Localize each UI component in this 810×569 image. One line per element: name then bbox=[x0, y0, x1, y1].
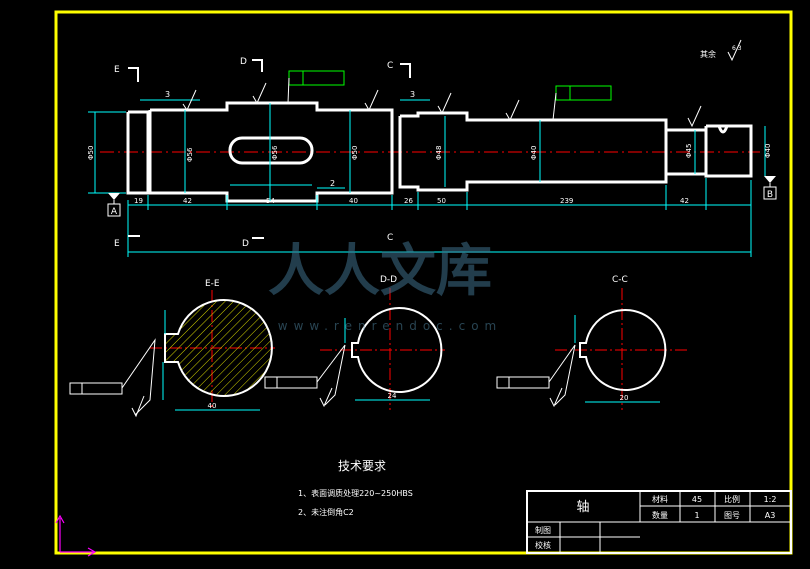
section-label-c-bottom: C bbox=[387, 233, 393, 243]
datum-a: A bbox=[107, 193, 121, 217]
dim-length-5: 26 bbox=[404, 197, 413, 205]
roughness-marks bbox=[182, 39, 742, 128]
title-block-checked-label: 校核 bbox=[535, 540, 551, 550]
section-dd: D-D 24 bbox=[264, 275, 445, 410]
tech-req-item-1: 1、表面调质处理220~250HBS bbox=[298, 488, 413, 498]
dim-length-4: 40 bbox=[349, 197, 358, 205]
section-label-e-top: E bbox=[114, 65, 120, 75]
tolerance-leaders bbox=[287, 77, 557, 121]
title-block-material-value: 45 bbox=[692, 495, 702, 504]
title-block-material-label: 材料 bbox=[652, 494, 668, 504]
dim-length-3: 54 bbox=[266, 197, 275, 205]
dim-dia-7: Φ45 bbox=[685, 144, 693, 158]
datum-a-label: A bbox=[111, 207, 118, 217]
title-block-quantity-value: 1 bbox=[694, 511, 699, 520]
dim-length-2: 42 bbox=[183, 197, 192, 205]
dim-dia-1: Φ50 bbox=[87, 146, 95, 160]
watermark: 人人文库 www.renrendoc.com bbox=[268, 239, 502, 333]
dim-length-8: 42 bbox=[680, 197, 689, 205]
section-markers bbox=[128, 59, 411, 239]
title-block-part-name: 轴 bbox=[576, 500, 589, 515]
watermark-url: www.renrendoc.com bbox=[278, 319, 502, 333]
title-block-scale-label: 比例 bbox=[724, 494, 740, 504]
datum-b: B bbox=[763, 176, 777, 200]
section-label-cc: C-C bbox=[612, 275, 628, 285]
section-label-c-top: C bbox=[387, 61, 393, 71]
dim-dia-2: Φ56 bbox=[186, 147, 194, 162]
dim-length-7: 239 bbox=[560, 197, 573, 205]
dim-dia-6: Φ40 bbox=[530, 146, 538, 160]
dim-dia-4: Φ50 bbox=[351, 146, 359, 160]
section-label-e-bottom: E bbox=[114, 239, 120, 249]
section-label-d-bottom: D bbox=[242, 239, 249, 249]
dim-dia-8: Φ40 bbox=[764, 144, 772, 158]
title-block-quantity-label: 数量 bbox=[652, 510, 668, 520]
roughness-note: 其余 bbox=[700, 49, 716, 59]
dim-small-2: 3 bbox=[410, 90, 415, 99]
dimension-lines bbox=[88, 99, 766, 257]
section-ee: E-E 40 bbox=[69, 279, 275, 418]
tech-req-item-2: 2、未注倒角C2 bbox=[298, 507, 354, 517]
tech-req-title: 技术要求 bbox=[338, 459, 386, 473]
roughness-note-value: 6.3 bbox=[732, 45, 742, 52]
shaft-outline bbox=[126, 101, 753, 203]
title-block bbox=[526, 490, 792, 554]
section-ee-dim: 40 bbox=[208, 402, 217, 410]
section-dd-dim: 24 bbox=[388, 392, 397, 400]
sheet-frame bbox=[54, 10, 793, 555]
section-cc-dim: 20 bbox=[620, 394, 629, 402]
title-block-drawing-no-label: 图号 bbox=[724, 511, 740, 520]
datum-b-label: B bbox=[767, 190, 773, 200]
dim-dia-3: Φ56 bbox=[271, 145, 279, 160]
section-cc: C-C 20 bbox=[496, 275, 690, 410]
dim-length-1: 19 bbox=[134, 197, 143, 205]
section-label-ee: E-E bbox=[205, 279, 220, 289]
title-block-scale-value: 1:2 bbox=[764, 495, 777, 504]
title-block-drawn-label: 制图 bbox=[535, 525, 551, 535]
watermark-brand: 人人文库 bbox=[268, 239, 492, 304]
section-label-dd: D-D bbox=[380, 275, 397, 285]
section-label-d-top: D bbox=[240, 57, 247, 67]
ucs-icon bbox=[55, 514, 97, 557]
dim-dia-5: Φ48 bbox=[435, 146, 443, 160]
dim-small-3: 2 bbox=[330, 179, 335, 188]
dim-length-6: 50 bbox=[437, 197, 446, 205]
title-block-drawing-no-value: A3 bbox=[765, 511, 776, 520]
dim-small-1: 3 bbox=[165, 90, 170, 99]
